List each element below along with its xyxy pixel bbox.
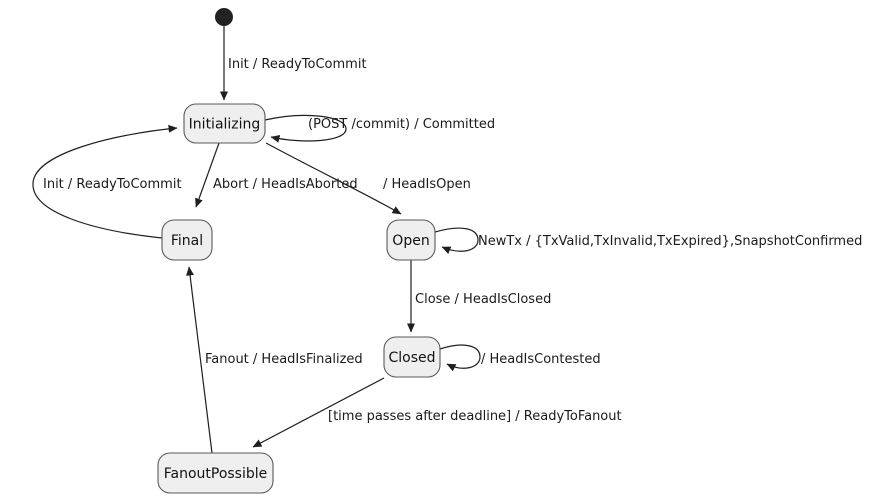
state-final: Final	[161, 219, 213, 261]
edge-closed-self-loop	[439, 344, 481, 372]
state-fanoutpossible: FanoutPossible	[157, 452, 274, 494]
label-open-to-closed: Close / HeadIsClosed	[415, 292, 551, 307]
state-open: Open	[386, 219, 436, 261]
state-initializing-label: Initializing	[189, 117, 261, 133]
label-initializing-to-open: / HeadIsOpen	[383, 177, 471, 192]
state-fanoutpossible-label: FanoutPossible	[164, 466, 268, 482]
state-closed-label: Closed	[388, 350, 435, 366]
state-final-label: Final	[171, 233, 203, 249]
label-fanoutpossible-to-final: Fanout / HeadIsFinalized	[205, 352, 363, 367]
state-open-label: Open	[392, 233, 429, 249]
edge-initializing-self-loop	[264, 114, 347, 143]
edge-fanoutpossible-to-final	[186, 266, 213, 454]
label-initializing-to-final: Abort / HeadIsAborted	[213, 177, 358, 192]
label-closed-self-loop: / HeadIsContested	[481, 352, 601, 367]
state-open-box	[386, 219, 436, 261]
state-closed: Closed	[383, 336, 441, 378]
edge-initializing-to-open	[265, 142, 402, 215]
label-final-to-initializing: Init / ReadyToCommit	[43, 177, 182, 192]
state-initializing-box	[183, 103, 266, 144]
edge-final-to-initializing	[32, 124, 178, 239]
state-final-box	[161, 219, 213, 261]
label-start-to-initializing: Init / ReadyToCommit	[228, 57, 367, 72]
edge-closed-to-fanoutpossible	[252, 377, 385, 448]
initial-state-dot	[215, 8, 233, 26]
label-open-self-loop: NewTx / {TxValid,TxInvalid,TxExpired},Sn…	[478, 234, 862, 249]
label-closed-to-fanoutpossible: [time passes after deadline] / ReadyToFa…	[328, 409, 622, 424]
state-closed-box	[383, 336, 441, 378]
label-initializing-self-loop: (POST /commit) / Committed	[308, 117, 495, 132]
edge-initializing-to-final	[195, 142, 220, 208]
state-fanoutpossible-box	[157, 452, 274, 494]
state-initializing: Initializing	[183, 103, 266, 144]
edge-open-self-loop	[434, 227, 479, 254]
